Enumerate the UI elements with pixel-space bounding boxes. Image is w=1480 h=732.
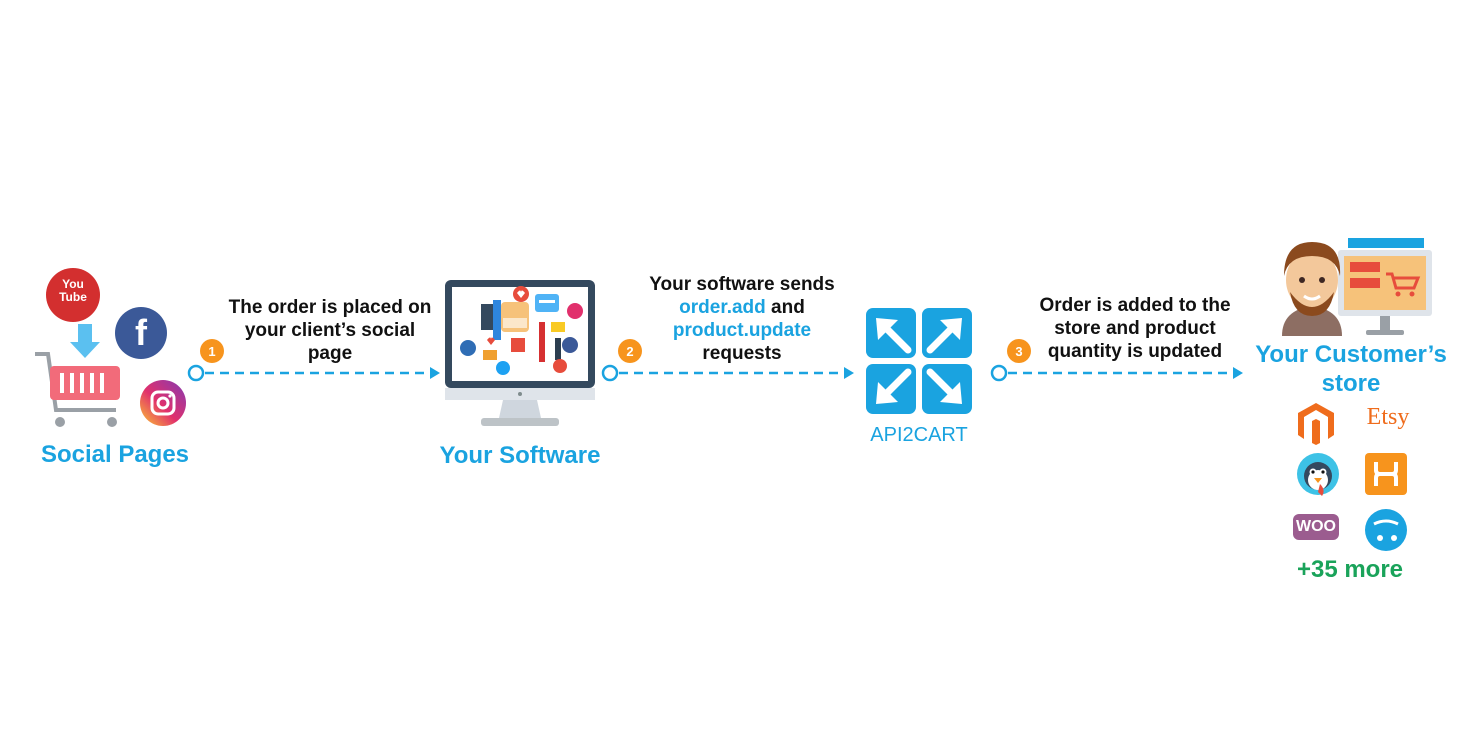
customer-illustration [1282, 238, 1432, 336]
store-monitor-icon [1338, 238, 1432, 335]
step-1-line-1: The order is placed on [228, 297, 432, 318]
etsy-icon: Etsy [1366, 404, 1410, 430]
magento-icon [1298, 403, 1334, 445]
api2cart-title: API2CART [870, 424, 968, 446]
social-pages-title: Social Pages [40, 441, 190, 468]
software-title: Your Software [439, 442, 601, 469]
instagram-icon [140, 380, 186, 426]
customer-avatar-icon [1282, 242, 1342, 336]
step-1-line-3: page [307, 343, 353, 364]
software-node [443, 278, 597, 434]
social-collage-icon [460, 286, 583, 375]
step-1-arrow [187, 364, 440, 382]
api2cart-logo-icon [866, 308, 972, 414]
step-3-badge: 3 [1007, 339, 1031, 363]
youtube-label-bottom: Tube [59, 290, 87, 304]
step-2-and: and [765, 297, 805, 318]
youtube-label-top: You [62, 277, 84, 291]
xcart-icon [1365, 453, 1407, 495]
step-3-text: Order is added to the store and product … [1010, 294, 1260, 363]
social-cart-illustration [35, 268, 186, 427]
step-2-text: Your software sends order.add and produc… [620, 273, 864, 365]
step-2-badge: 2 [618, 339, 642, 363]
customer-store-title-line-1: Your Customer’s [1255, 341, 1447, 368]
step-3-arrow [990, 364, 1243, 382]
step-3-line-2: store and product [1054, 318, 1216, 339]
step-1-badge: 1 [200, 339, 224, 363]
facebook-icon [115, 307, 167, 359]
step-2-line-1: Your software sends [649, 274, 835, 295]
youtube-logo-text: You Tube [46, 278, 100, 304]
customer-store-node [1276, 236, 1436, 340]
facebook-glyph: f [135, 312, 147, 353]
step-1-line-2: your client’s social [244, 320, 416, 341]
order-add-method: order.add [679, 297, 766, 318]
shopping-cart-icon [35, 352, 120, 427]
step-2-line-4: requests [702, 343, 782, 364]
step-3-line-3: quantity is updated [1047, 341, 1223, 362]
social-pages-node: You Tube f [30, 262, 200, 437]
step-2-line-2: order.add and [620, 296, 864, 319]
youtube-icon [46, 268, 100, 322]
arrow-down-icon [70, 324, 100, 358]
step-2-arrow [601, 364, 854, 382]
prestashop-icon [1297, 453, 1339, 496]
more-platforms-label: +35 more [1296, 556, 1404, 583]
product-update-method: product.update [672, 320, 812, 341]
opencart-icon [1365, 509, 1407, 551]
woocommerce-label: WOO [1296, 518, 1336, 535]
customer-store-title: Your Customer’s store [1240, 340, 1462, 398]
api2cart-node [866, 308, 972, 414]
woocommerce-icon: WOO [1293, 514, 1339, 540]
step-1-text: The order is placed on your client’s soc… [210, 296, 450, 365]
step-3-line-1: Order is added to the [1039, 295, 1231, 316]
customer-store-title-line-2: store [1321, 370, 1381, 397]
monitor-illustration [445, 280, 595, 426]
